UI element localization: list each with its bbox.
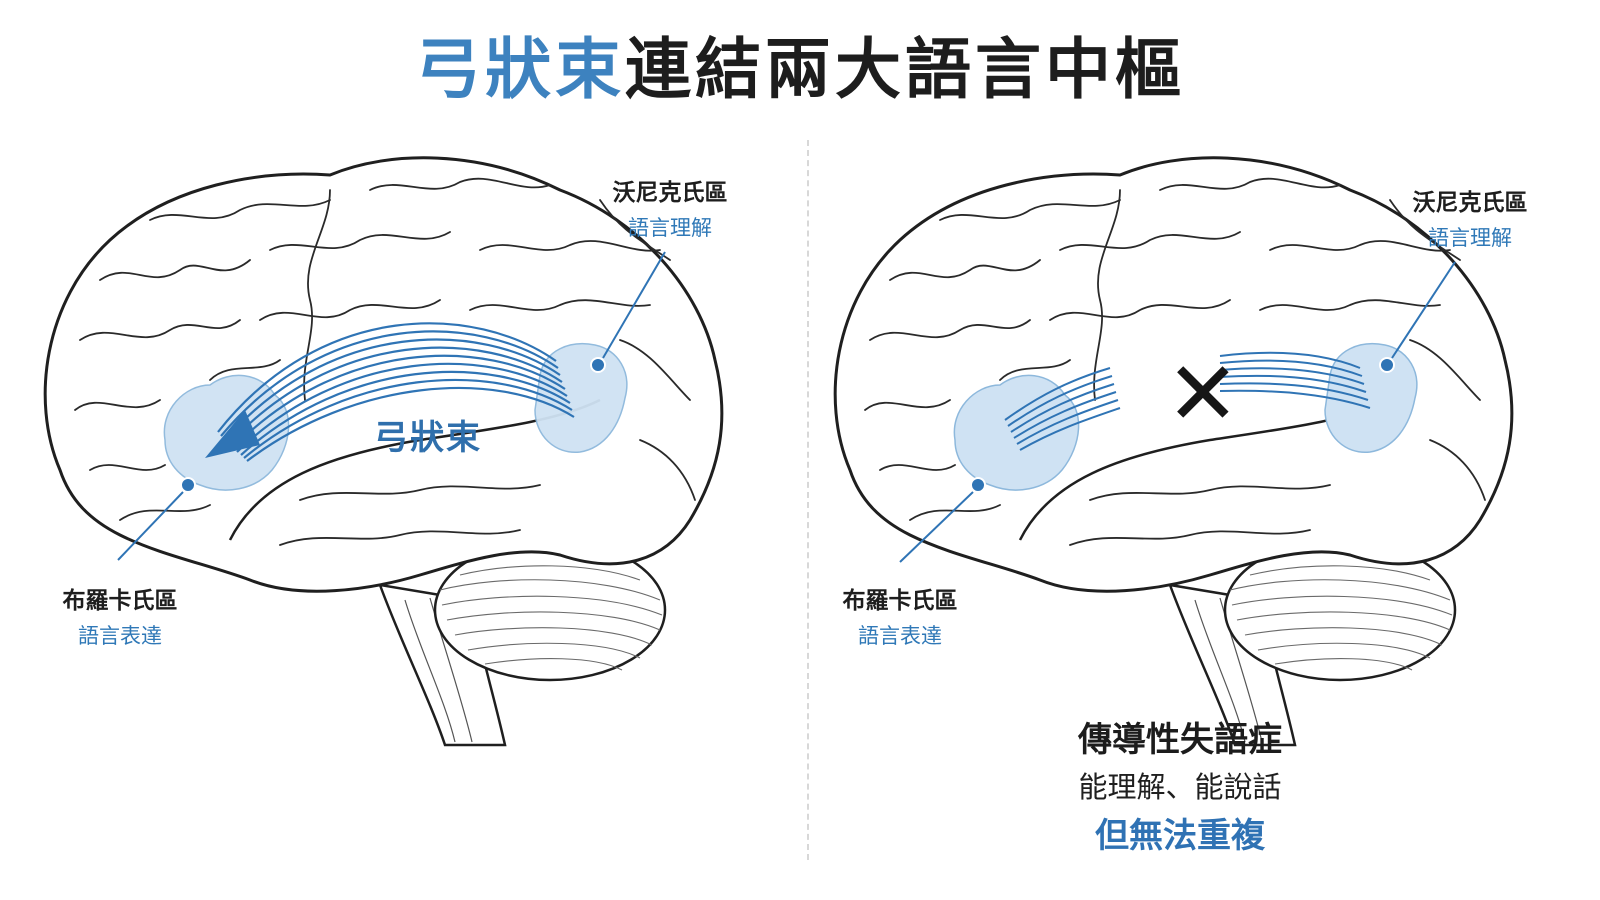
right-broca-region: [953, 374, 1080, 491]
right-broca-label: 布羅卡氏區 語言表達: [820, 588, 980, 649]
title-rest: 連結兩大語言中樞: [625, 31, 1185, 108]
disconnection-x-icon: ✕: [1166, 342, 1240, 445]
left-wernicke-label: 沃尼克氏區 語言理解: [590, 180, 750, 241]
right-broca-function: 語言表達: [858, 623, 942, 648]
right-wernicke-name: 沃尼克氏區: [1412, 190, 1528, 216]
caption-title: 傳導性失語症: [1078, 720, 1282, 760]
left-wernicke-name: 沃尼克氏區: [612, 180, 728, 206]
left-broca-label: 布羅卡氏區 語言表達: [40, 588, 200, 649]
arcuate-fasciculus-label: 弓狀束: [374, 418, 482, 458]
left-wernicke-leader: [602, 251, 666, 359]
caption-line: 能理解、能說話: [1078, 770, 1282, 804]
right-wernicke-dot: [1379, 357, 1395, 373]
left-broca-leader: [117, 491, 184, 561]
right-wernicke-leader: [1391, 261, 1456, 359]
panel-divider: [807, 140, 809, 860]
right-broca-fiber-stubs: [1004, 367, 1121, 451]
left-arrowhead: [205, 410, 260, 458]
right-broca-leader: [899, 491, 974, 563]
left-brain-illustration: [43, 156, 724, 747]
left-wernicke-function: 語言理解: [628, 215, 712, 240]
right-wernicke-function: 語言理解: [1428, 225, 1512, 250]
left-arcuate-fibers: [217, 322, 575, 462]
caption-emphasis: 但無法重複: [1095, 816, 1265, 856]
right-broca-dot: [970, 477, 986, 493]
title-accent: 弓狀束: [415, 31, 625, 108]
left-wernicke-region: [534, 343, 628, 453]
left-broca-name: 布羅卡氏區: [62, 588, 178, 614]
left-wernicke-dot: [590, 357, 606, 373]
right-brain-illustration: [833, 156, 1514, 747]
left-broca-function: 語言表達: [78, 623, 162, 648]
right-wernicke-label: 沃尼克氏區 語言理解: [1390, 190, 1550, 251]
left-broca-dot: [180, 477, 196, 493]
right-wernicke-fiber-stubs: [1219, 351, 1371, 409]
page-title: 弓狀束連結兩大語言中樞: [0, 30, 1600, 110]
right-broca-name: 布羅卡氏區: [842, 588, 958, 614]
